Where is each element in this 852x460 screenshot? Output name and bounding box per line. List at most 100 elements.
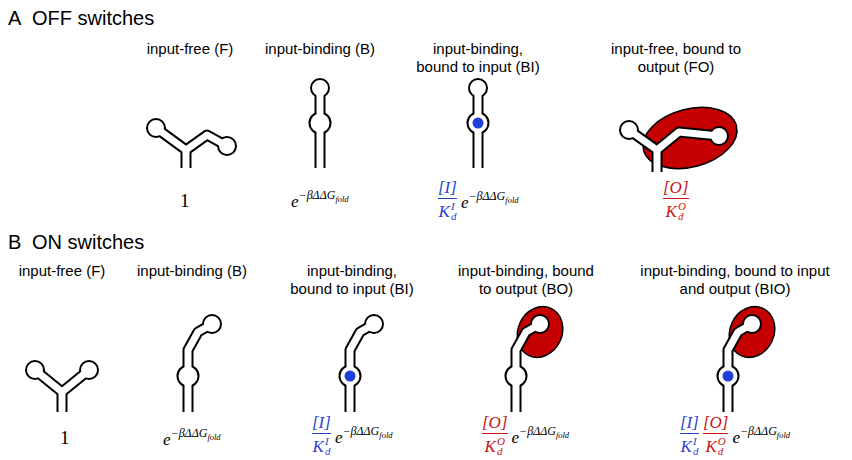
state-label: input-binding, bound to input (BI): [288, 262, 416, 298]
fraction-bar: [438, 198, 457, 199]
constant-symbol: K: [313, 438, 324, 455]
state-label: input-free (F): [130, 40, 250, 58]
panel-title: OFF switches: [32, 6, 154, 30]
state-label: input-binding (B): [122, 262, 262, 280]
panel-title: B: [8, 230, 21, 254]
exponent-subscript: fold: [556, 430, 569, 440]
weight-one: 1: [60, 428, 70, 447]
constant-symbol: K: [706, 438, 717, 455]
dissociation-constant: KOd: [706, 436, 726, 457]
boltzmann-factor: e−βΔΔGfold: [291, 189, 349, 210]
constant-symbol: K: [681, 438, 692, 455]
statistical-weight: e−βΔΔGfold: [163, 427, 221, 448]
statistical-weight: [I]KId[O]KOde−βΔΔGfold: [680, 414, 790, 457]
superscript: I: [693, 436, 699, 446]
statistical-weight: 1: [60, 428, 70, 447]
superscript: O: [678, 201, 686, 211]
exponent-subscript: fold: [335, 194, 348, 204]
statistical-weight: [I]KIde−βΔΔGfold: [312, 414, 393, 457]
index-stack: Id: [693, 436, 699, 457]
index-stack: Id: [325, 436, 331, 457]
concentration: [I]: [312, 414, 331, 431]
input-ligand: [723, 371, 734, 382]
statistical-weight: [I]KIde−βΔΔGfold: [438, 179, 519, 222]
dissociation-constant: KOd: [485, 436, 505, 457]
concentration: [I]: [438, 179, 457, 196]
superscript: O: [497, 436, 505, 446]
concentration: [O]: [482, 414, 508, 431]
boltzmann-factor: e−βΔΔGfold: [335, 425, 393, 446]
dissociation-constant: KId: [439, 201, 457, 222]
subscript: d: [693, 446, 699, 456]
exponential-base: e: [335, 428, 343, 447]
statistical-weight: 1: [180, 191, 190, 210]
exponent: −βΔΔGfold: [299, 188, 349, 202]
panel-title: A: [8, 6, 21, 30]
dissociation-constant: KOd: [666, 201, 686, 222]
exponent-text: −βΔΔG: [342, 424, 379, 438]
superscript: I: [451, 201, 457, 211]
exponential-base: e: [163, 430, 171, 449]
concentration: [O]: [703, 414, 729, 431]
exponential-base: e: [461, 193, 469, 212]
weight-fraction: [I] KId: [438, 179, 457, 222]
fraction-bar: [680, 433, 699, 434]
constant-symbol: K: [439, 203, 450, 220]
constant-symbol: K: [666, 203, 677, 220]
subscript: d: [325, 446, 331, 456]
exponent: −βΔΔGfold: [519, 424, 569, 438]
exponent-subscript: fold: [505, 195, 518, 205]
exponent: −βΔΔGfold: [171, 426, 221, 440]
statistical-weight: [O]KOde−βΔΔGfold: [482, 414, 569, 457]
index-stack: Od: [497, 436, 505, 457]
boltzmann-factor: e−βΔΔGfold: [732, 425, 790, 446]
exponent: −βΔΔGfold: [468, 189, 518, 203]
subscript: d: [451, 211, 457, 221]
exponent-text: −βΔΔG: [299, 188, 336, 202]
state-label: input-binding, bound to input (BI): [414, 40, 542, 76]
exponent-subscript: fold: [207, 432, 220, 442]
fraction-bar: [312, 433, 331, 434]
exponential-base: e: [732, 428, 740, 447]
constant-symbol: K: [485, 438, 496, 455]
state-label: input-binding, bound to input and output…: [627, 262, 843, 298]
boltzmann-factor: e−βΔΔGfold: [461, 190, 519, 211]
exponential-base: e: [291, 192, 299, 211]
weight-fraction: [O] KOd: [482, 414, 508, 457]
exponent-subscript: fold: [777, 430, 790, 440]
dissociation-constant: KId: [313, 436, 331, 457]
rna-outline: [31, 84, 757, 413]
index-stack: Od: [678, 201, 686, 222]
index-stack: Id: [451, 201, 457, 222]
rna-interior: [31, 84, 757, 413]
concentration: [I]: [680, 414, 699, 431]
subscript: d: [718, 446, 726, 456]
exponent: −βΔΔGfold: [740, 424, 790, 438]
dissociation-constant: KId: [681, 436, 699, 457]
state-label: input-binding, bound to output (BO): [451, 262, 601, 298]
weight-one: 1: [180, 191, 190, 210]
fraction-bar: [482, 433, 508, 434]
weight-fraction: [O] KOd: [703, 414, 729, 457]
panel-title: ON switches: [32, 230, 144, 254]
concentration: [O]: [663, 179, 689, 196]
boltzmann-factor: e−βΔΔGfold: [512, 425, 570, 446]
input-ligand: [345, 371, 356, 382]
superscript: O: [718, 436, 726, 446]
exponential-base: e: [512, 428, 520, 447]
statistical-weight: [O] KOd: [663, 179, 689, 222]
superscript: I: [325, 436, 331, 446]
exponent: −βΔΔGfold: [342, 424, 392, 438]
exponent-text: −βΔΔG: [171, 426, 208, 440]
subscript: d: [678, 211, 686, 221]
state-label: input-free (F): [6, 262, 118, 280]
exponent-text: −βΔΔG: [468, 189, 505, 203]
state-label: input-free, bound to output (FO): [605, 40, 747, 76]
fraction-bar: [663, 198, 689, 199]
weight-fraction: [I] KId: [680, 414, 699, 457]
input-ligand: [473, 118, 484, 129]
exponent-text: −βΔΔG: [519, 424, 556, 438]
weight-fraction: [I] KId: [312, 414, 331, 457]
state-label: input-binding (B): [250, 40, 390, 58]
